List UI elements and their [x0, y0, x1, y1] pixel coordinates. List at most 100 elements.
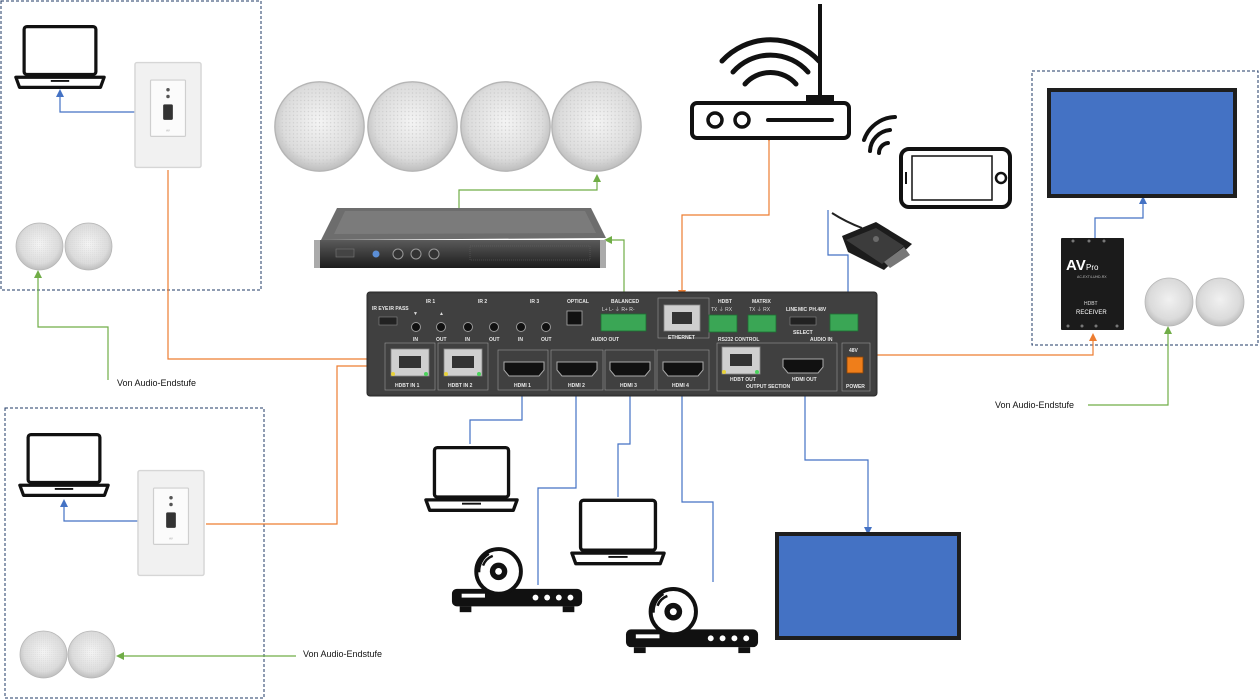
label-matrix: MATRIX — [752, 299, 771, 305]
label-audio-in: AUDIO IN — [810, 337, 833, 343]
hdbaset-receiver-icon: AV Pro AC-EXT4-UHD-RX HDBT RECEIVER — [1061, 238, 1124, 330]
ceiling-speaker-icon — [19, 630, 68, 679]
cable-hdmi-out-display — [804, 392, 872, 535]
hdmi-out-port[interactable] — [782, 358, 824, 374]
label-ir2-out: OUT — [489, 337, 500, 343]
hdbt-in2-frame — [437, 342, 489, 391]
cable-amp-speakers-room1 — [34, 270, 109, 380]
hdbt-in2-led — [477, 372, 481, 376]
ethernet-port-socket — [672, 312, 692, 324]
laptop-icon — [14, 24, 106, 90]
audio-cables — [34, 174, 1172, 660]
cable-amp-speakers-room3 — [1088, 326, 1172, 406]
receiver-name: RECEIVER — [1076, 310, 1107, 316]
cable-wallplate1-hdbt-in1 — [167, 170, 413, 363]
ir1-out-jack[interactable] — [436, 322, 446, 332]
label-balanced: BALANCED — [611, 299, 639, 305]
media-player-icon — [450, 547, 585, 615]
laptop-icon — [570, 498, 666, 566]
receiver-model: AC-EXT4-UHD-RX — [1077, 275, 1107, 279]
room-right — [1031, 70, 1259, 346]
hdbt-out-led — [722, 370, 726, 374]
ceiling-speaker-icon — [274, 81, 365, 172]
receiver-brand-pro: Pro — [1086, 263, 1099, 272]
ir2-out-jack[interactable] — [489, 322, 499, 332]
label-hdmi4: HDMI 4 — [672, 383, 689, 389]
video-cables — [56, 89, 1147, 585]
cable-laptop2-wallplate2 — [60, 499, 168, 525]
ir2-in-jack[interactable] — [463, 322, 473, 332]
matrix-rs232-terminal[interactable] — [747, 314, 777, 333]
label-ir-eye: IR EYE — [372, 306, 389, 312]
label-hdmi1: HDMI 1 — [514, 383, 531, 389]
receiver-hdbt: HDBT — [1084, 301, 1098, 307]
label-lr: L+ L- ⏚ R+ R- — [602, 306, 635, 313]
hdmi4-port[interactable] — [662, 361, 704, 377]
wall-plate-icon — [137, 469, 205, 577]
label-ir1-in: IN — [413, 337, 418, 343]
label-ir1: IR 1 — [426, 299, 435, 305]
cable-router-ethernet — [678, 134, 773, 298]
hdbt-in1-frame — [384, 342, 436, 391]
room-top-left — [0, 0, 262, 291]
label-ph48: PH.48V — [809, 307, 827, 313]
label-ir3: IR 3 — [530, 299, 539, 305]
hdmi3-port[interactable] — [609, 361, 651, 377]
cable-dvd1-hdmi2 — [537, 388, 580, 585]
label-output-section: OUTPUT SECTION — [746, 384, 791, 390]
label-ethernet: ETHERNET — [668, 335, 695, 341]
balanced-terminal[interactable] — [600, 313, 647, 332]
cable-microphone-audio-in — [827, 210, 852, 305]
amplifier-icon — [314, 208, 606, 268]
power-frame — [841, 342, 871, 392]
ir3-in-jack[interactable] — [516, 322, 526, 332]
hdbt-in2-led — [444, 372, 448, 376]
power-terminal[interactable] — [846, 356, 864, 374]
room-bottom-left — [4, 407, 265, 699]
hdmi1-port[interactable] — [503, 361, 545, 377]
audio-select-switch[interactable] — [789, 316, 817, 326]
hdmi-in-frame — [656, 349, 710, 391]
label-von-audio-endstufe-bottom: Von Audio-Endstufe — [303, 649, 382, 659]
ceiling-speaker-icon — [367, 81, 458, 172]
cable-laptop3-hdmi1 — [469, 388, 526, 444]
hdbt-rs232-terminal[interactable] — [708, 314, 738, 333]
label-ir3-in: IN — [518, 337, 523, 343]
label-hdmi3: HDMI 3 — [620, 383, 637, 389]
ceiling-speaker-icon — [551, 81, 642, 172]
matrix-switcher-icon: IR EYE IR PASS IR 1 ▼ ▲ IN OUT IR 2 IN O… — [366, 291, 878, 397]
label-hdmi-out: HDMI OUT — [792, 377, 817, 383]
audio-in-terminal[interactable] — [829, 313, 859, 332]
cable-laptop1-wallplate1 — [56, 89, 170, 116]
router-icon — [690, 4, 851, 140]
label-ir2: IR 2 — [478, 299, 487, 305]
label-matrix-txrx: TX ⏚ RX — [749, 306, 771, 313]
hdbt-out-socket — [730, 354, 752, 366]
cable-laptop4-hdmi3 — [617, 388, 634, 497]
ceiling-speaker-icon — [460, 81, 551, 172]
hdmi2-port[interactable] — [556, 361, 598, 377]
ceiling-speaker-icon — [15, 222, 64, 271]
ir1-in-jack[interactable] — [411, 322, 421, 332]
ir-switch[interactable] — [378, 316, 398, 326]
ir3-out-jack[interactable] — [541, 322, 551, 332]
ceiling-speakers-main — [274, 81, 642, 172]
hdbt-in1-socket — [399, 356, 421, 368]
ceiling-speaker-icon — [64, 222, 113, 271]
label-ir1-out: OUT — [436, 337, 447, 343]
label-von-audio-endstufe-right: Von Audio-Endstufe — [995, 400, 1074, 410]
label-von-audio-endstufe-top: Von Audio-Endstufe — [117, 378, 196, 388]
label-hdbt-txrx: TX ⏚ RX — [711, 306, 733, 313]
label-rs232: RS232 CONTROL — [718, 337, 759, 343]
display-icon — [1047, 88, 1237, 198]
hdmi-in-frame — [550, 349, 604, 391]
microphone-icon — [831, 212, 912, 270]
hdmi-in-frame — [497, 349, 549, 391]
cable-balanced-amp — [604, 236, 625, 296]
label-select: SELECT — [793, 330, 813, 336]
optical-port[interactable] — [566, 310, 583, 326]
label-mic: MIC — [798, 307, 808, 313]
label-optical: OPTICAL — [567, 299, 589, 305]
hdmi-in-frame — [604, 349, 656, 391]
